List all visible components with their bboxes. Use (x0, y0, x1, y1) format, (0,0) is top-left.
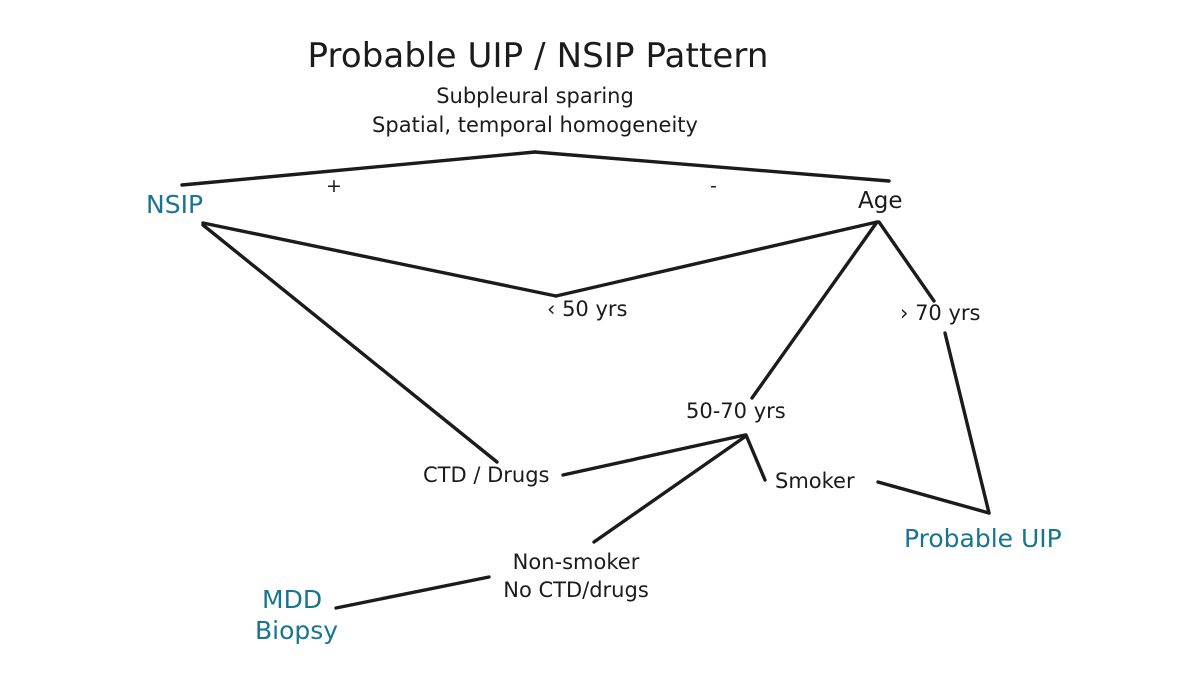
edge-non-smoker-to-mdd (334, 575, 491, 610)
branch-sign-positive: + (326, 175, 342, 197)
edge-age-to-50-70 (750, 220, 879, 400)
edge-50-70-to-ctd-drugs (561, 433, 747, 477)
branch-sign-negative: - (710, 175, 717, 197)
subtitle-line-1: Subpleural sparing (436, 84, 634, 108)
node-smoker[interactable]: Smoker (775, 469, 855, 493)
edge-50-70-to-smoker (744, 433, 767, 482)
node-age[interactable]: Age (858, 188, 903, 214)
edge-apex-to-age (533, 150, 891, 183)
node-biopsy[interactable]: Biopsy (255, 616, 339, 645)
edge-nsip-to-under50 (201, 221, 558, 298)
edge-age-to-over70 (877, 220, 936, 303)
node-over-70-yrs[interactable]: › 70 yrs (900, 301, 981, 325)
edge-apex-to-nsip (180, 150, 537, 187)
node-probable-uip[interactable]: Probable UIP (904, 524, 1062, 553)
node-age-50-70-yrs[interactable]: 50-70 yrs (686, 399, 786, 423)
node-ctd-drugs[interactable]: CTD / Drugs (423, 463, 550, 487)
edge-smoker-to-probable-uip (876, 480, 991, 515)
edge-age-to-under50 (554, 220, 879, 298)
node-non-smoker-line-2[interactable]: No CTD/drugs (503, 578, 649, 602)
page-title: Probable UIP / NSIP Pattern (307, 36, 769, 76)
node-nsip[interactable]: NSIP (146, 190, 204, 219)
edge-50-70-to-non-smoker (592, 434, 748, 544)
edge-over70-to-probable-uip (943, 331, 991, 515)
subtitle-line-2: Spatial, temporal homogeneity (372, 113, 698, 137)
edge-nsip-to-ctd-drugs (201, 223, 499, 464)
node-non-smoker-line-1[interactable]: Non-smoker (512, 550, 640, 574)
node-under-50-yrs[interactable]: ‹ 50 yrs (547, 297, 628, 321)
node-mdd[interactable]: MDD (262, 585, 323, 614)
